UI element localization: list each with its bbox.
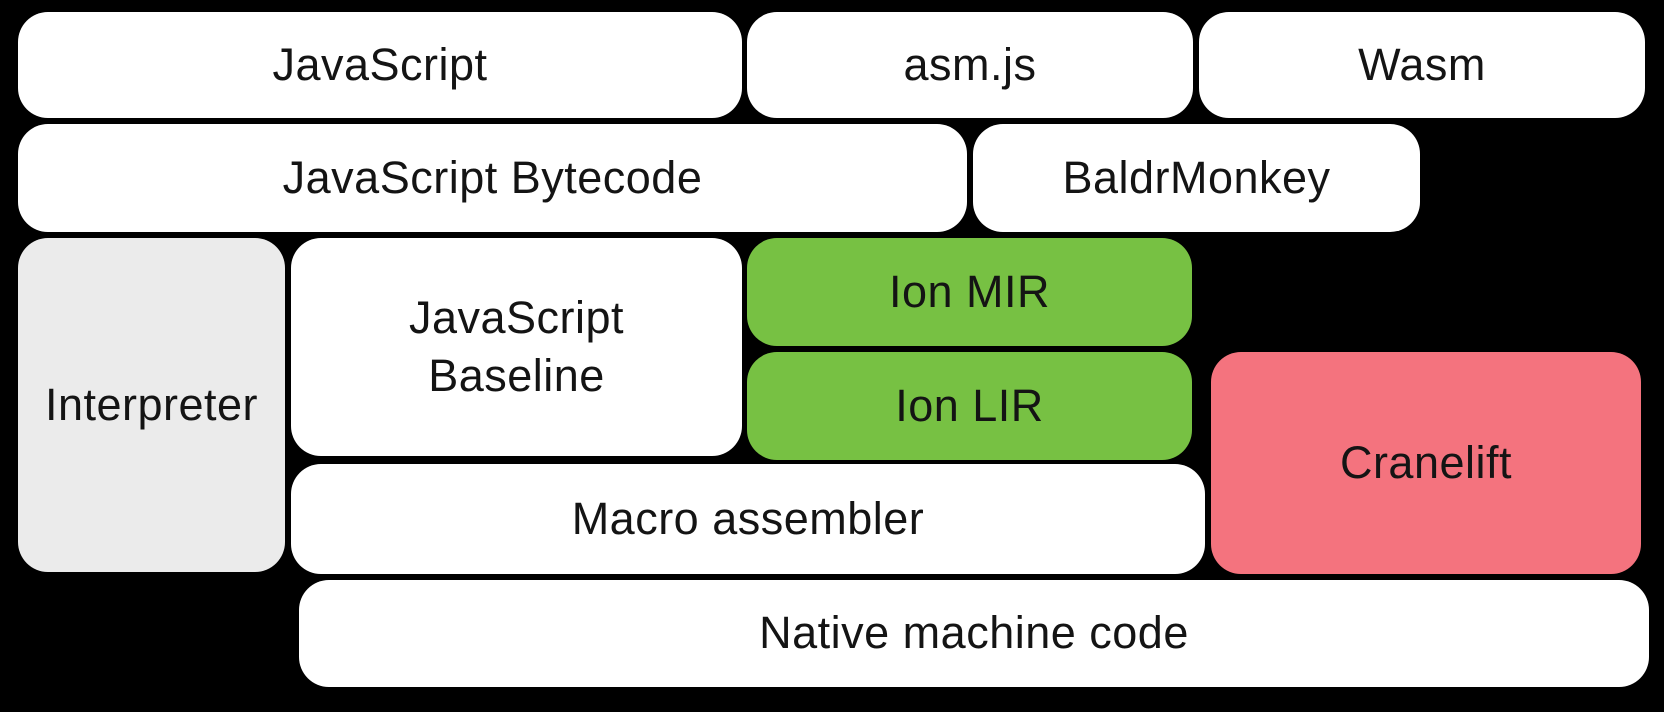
box-label-baldrmonkey: BaldrMonkey bbox=[1062, 151, 1331, 203]
box-label-interpreter: Interpreter bbox=[44, 378, 259, 430]
box-label-javascript-baseline: JavaScript Baseline bbox=[408, 291, 625, 402]
box-javascript-baseline: JavaScript Baseline bbox=[291, 238, 742, 456]
box-label-asmjs: asm.js bbox=[903, 38, 1037, 90]
box-label-cranelift: Cranelift bbox=[1339, 436, 1513, 488]
box-label-javascript: JavaScript bbox=[272, 38, 488, 90]
box-baldrmonkey: BaldrMonkey bbox=[973, 124, 1420, 232]
box-label-wasm: Wasm bbox=[1358, 38, 1486, 90]
box-interpreter: Interpreter bbox=[18, 238, 285, 572]
box-macro-assembler: Macro assembler bbox=[291, 464, 1205, 574]
box-label-macro-assembler: Macro assembler bbox=[571, 492, 925, 544]
box-wasm: Wasm bbox=[1199, 12, 1645, 118]
box-javascript-bytecode: JavaScript Bytecode bbox=[18, 124, 967, 232]
box-label-native-machine-code: Native machine code bbox=[759, 607, 1189, 659]
box-javascript: JavaScript bbox=[18, 12, 742, 118]
box-asmjs: asm.js bbox=[747, 12, 1193, 118]
box-label-ion-mir: Ion MIR bbox=[888, 265, 1051, 317]
box-native-machine-code: Native machine code bbox=[299, 580, 1649, 687]
box-label-ion-lir: Ion LIR bbox=[895, 379, 1044, 431]
box-label-javascript-bytecode: JavaScript Bytecode bbox=[282, 151, 703, 203]
box-cranelift: Cranelift bbox=[1211, 352, 1641, 574]
box-ion-mir: Ion MIR bbox=[747, 238, 1192, 346]
box-ion-lir: Ion LIR bbox=[747, 352, 1192, 460]
